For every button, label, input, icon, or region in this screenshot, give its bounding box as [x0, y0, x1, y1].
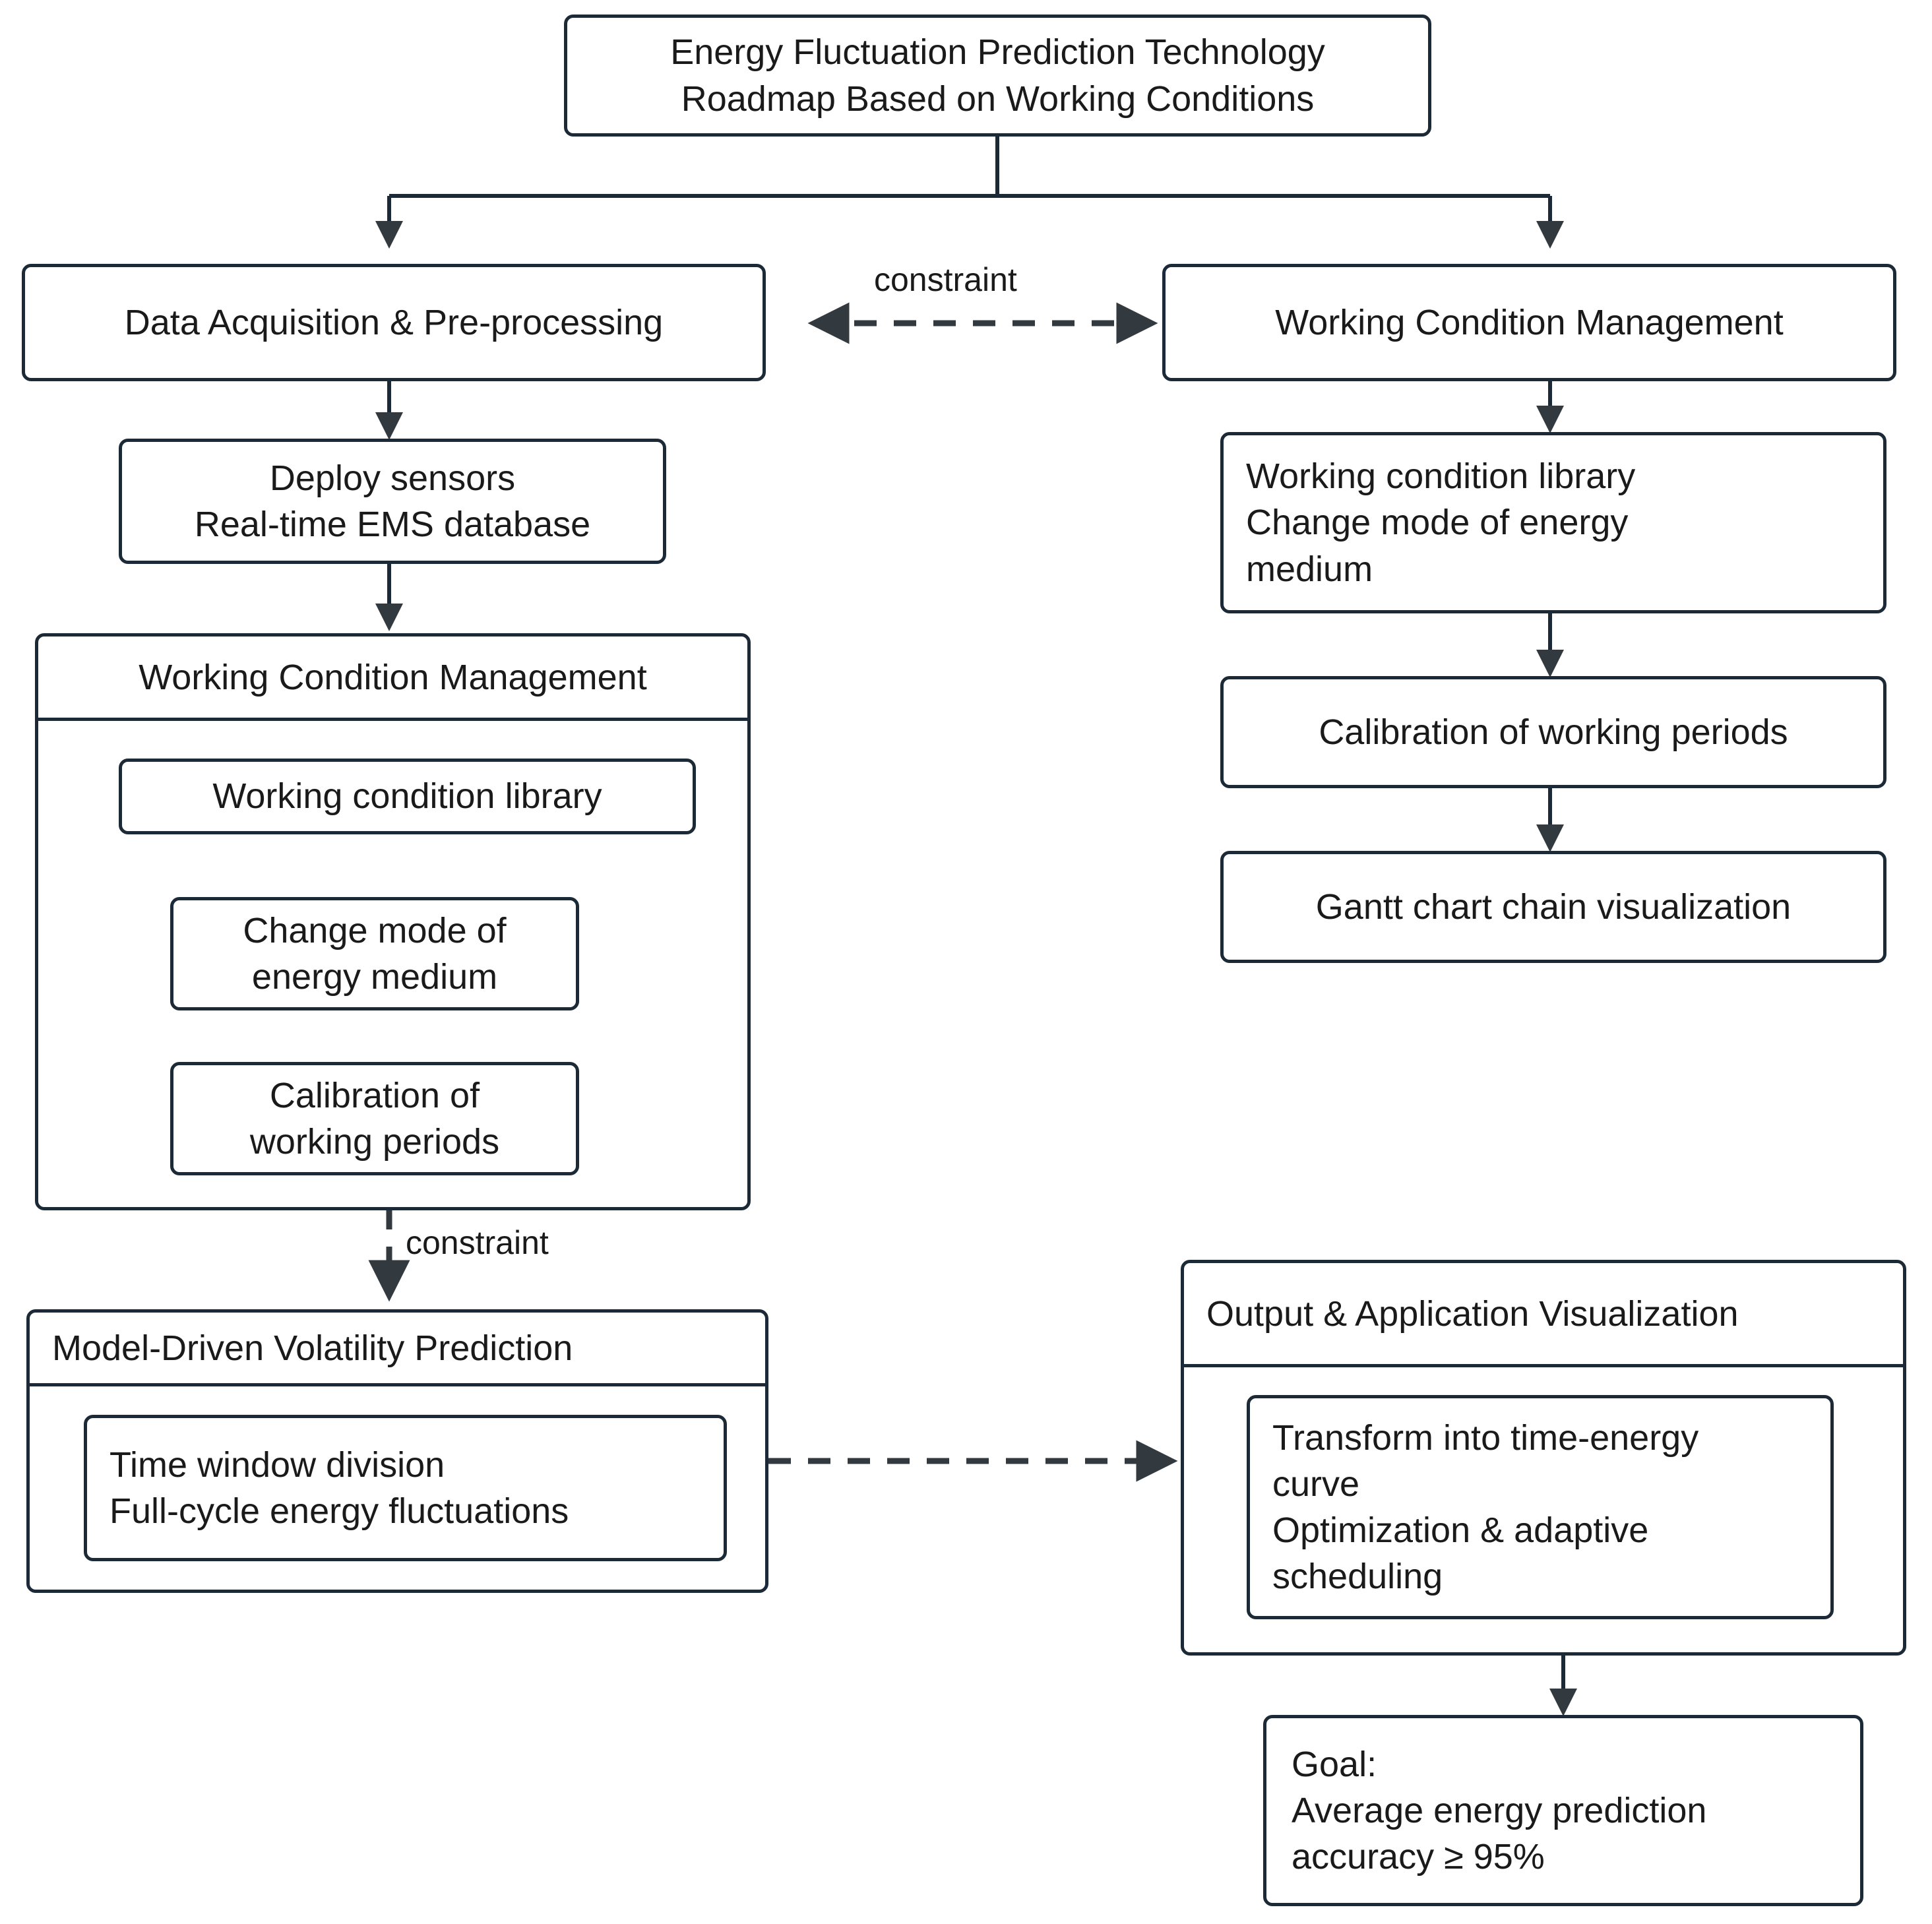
node-wcm-library[interactable]: Working condition library: [119, 759, 696, 834]
edge-root-split: [375, 137, 1564, 249]
node-right-library-change-mode[interactable]: Working condition library Change mode of…: [1220, 432, 1886, 613]
container-output-application-visualization[interactable]: Output & Application Visualization Trans…: [1181, 1260, 1906, 1656]
edge-label-constraint-top: constraint: [874, 261, 1017, 298]
node-model-driven-detail[interactable]: Time window division Full-cycle energy f…: [84, 1415, 727, 1561]
node-output-detail[interactable]: Transform into time-energy curve Optimiz…: [1247, 1395, 1834, 1619]
node-right-calibration-working-periods[interactable]: Calibration of working periods: [1220, 676, 1886, 788]
node-working-condition-management-top[interactable]: Working Condition Management: [1162, 264, 1896, 381]
node-deploy-sensors[interactable]: Deploy sensors Real-time EMS database: [119, 439, 666, 564]
node-root-title[interactable]: Energy Fluctuation Prediction Technology…: [564, 15, 1431, 137]
node-wcm-calibration[interactable]: Calibration of working periods: [170, 1062, 579, 1175]
node-data-acquisition[interactable]: Data Acquisition & Pre-processing: [22, 264, 766, 381]
edge-label-constraint-left: constraint: [406, 1224, 549, 1261]
container-title-output-application: Output & Application Visualization: [1184, 1263, 1903, 1367]
node-right-gantt-chart-visualization[interactable]: Gantt chart chain visualization: [1220, 851, 1886, 963]
container-working-condition-management[interactable]: Working Condition Management Working con…: [35, 633, 751, 1210]
container-title-model-driven: Model-Driven Volatility Prediction: [30, 1313, 765, 1386]
node-wcm-change-mode[interactable]: Change mode of energy medium: [170, 897, 579, 1010]
node-goal[interactable]: Goal: Average energy prediction accuracy…: [1263, 1715, 1863, 1906]
container-model-driven-volatility-prediction[interactable]: Model-Driven Volatility Prediction Time …: [26, 1309, 768, 1593]
container-title-working-condition-management: Working Condition Management: [38, 636, 747, 721]
